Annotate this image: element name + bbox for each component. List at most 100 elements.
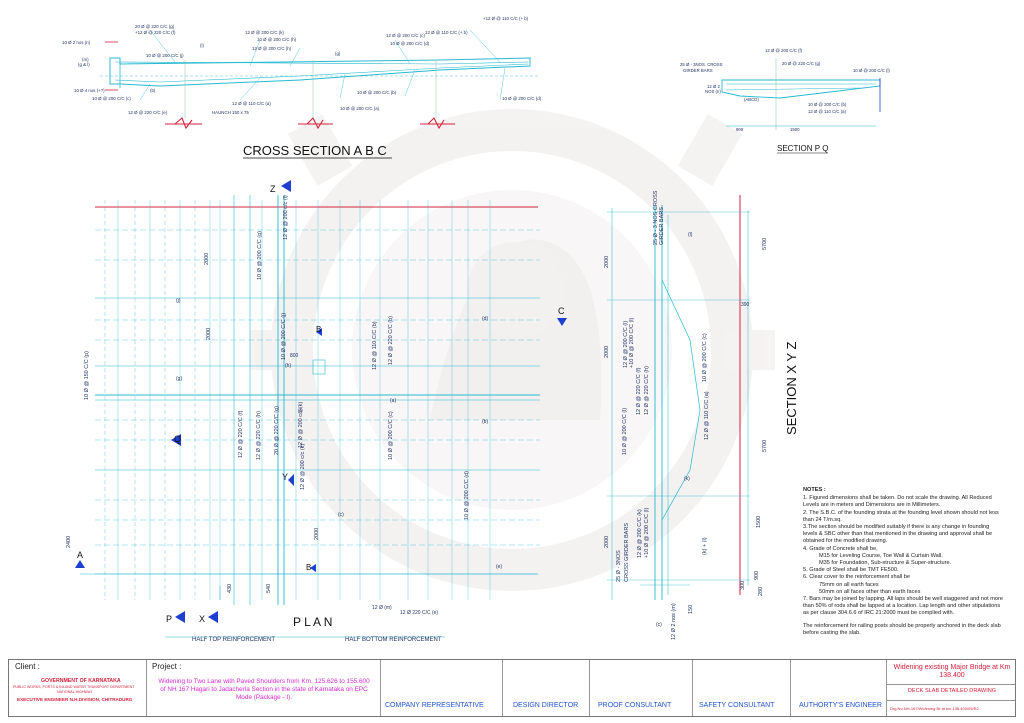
abc-label-5: 12 Ø @ 200 C/C (k)	[245, 30, 284, 35]
section-xyz	[607, 195, 750, 600]
abc-label-24: (g & l)	[78, 62, 90, 67]
xyz-label-26: 300	[740, 581, 746, 590]
xyz-label-4: (l)	[688, 232, 693, 238]
marker-c: C	[558, 306, 565, 316]
xyz-label-13: 10 Ø @ 200 C/C (l)	[622, 408, 628, 455]
marker-z: Z	[270, 184, 276, 194]
xyz-label-25: 280	[758, 587, 764, 596]
plan-label-17: 20 Ø @ 220 C/C (g)	[274, 406, 280, 455]
plan-label-24: 10 Ø @ 200 C/C (d)	[464, 471, 470, 520]
plan-view	[80, 195, 540, 638]
sig-company-cell: COMPANY REPRESENTATIVE	[381, 660, 503, 716]
pq-label-7: NOS (n)	[705, 89, 721, 94]
abc-label-2: +12 Ø @ 220 C/C (f)	[135, 30, 176, 35]
plan-label-3: 10 Ø @ 200 C/C (g)	[257, 231, 263, 280]
plan-label-18: 12 Ø @ 200 c/c (k)	[298, 402, 304, 448]
plan-label-27: 540	[266, 584, 272, 593]
abc-label-1: 20 Ø @ 220 C/C (g)	[135, 24, 175, 29]
xyz-label-7: 2000	[604, 346, 610, 358]
abc-label-7: 12 Ø @ 200 C/C (h)	[252, 46, 292, 51]
plan-label-8: (h)	[285, 363, 291, 369]
xyz-label-21: +10 Ø @ 200 C/C (l)	[644, 507, 650, 558]
abc-label-17: 12 Ø @ 220 C/C (e)	[128, 110, 168, 115]
pq-label-1: 12 Ø @ 200 C/C (f)	[765, 48, 803, 53]
abc-label-4: 10 Ø @ 200 C/C (j)	[146, 53, 184, 58]
note-item: 7. Bars may be joined by lapping. All la…	[803, 596, 1003, 617]
marker-a: A	[77, 550, 83, 560]
notes-list: 1. Figured dimensions shall be taken. Do…	[803, 495, 1003, 637]
notes-heading: NOTES :	[803, 487, 826, 493]
xyz-label-17: 2000	[604, 536, 610, 548]
note-item: 4. Grade of Concrete shall be,	[803, 545, 878, 552]
pq-label-4: 20 Ø @ 220 C/C (g)	[782, 61, 821, 66]
pq-label-3: GIRDER BARS	[683, 68, 713, 73]
project-cell: Project : Widening to Two Lane with Pave…	[147, 660, 381, 716]
abc-label-11: 12 Ø @ 200 C/C (c)	[386, 33, 425, 38]
plan-label-22: 12 Ø @ 200 c/c (k)	[300, 444, 306, 490]
plan-label-19: 10 Ø @ 200 C/C (c)	[388, 411, 394, 460]
pq-annotation-group: 12 Ø @ 200 C/C (f)25 Ø - 3NOS. CROSSGIRD…	[680, 48, 890, 132]
legend-top: HALF TOP REINFORCEMENT	[192, 637, 275, 643]
xyz-label-18: 25 Ø - 3NOS	[616, 550, 622, 582]
plan-label-9: (g)	[176, 376, 182, 382]
client-dept: PUBLIC WORKS, PORTS & INLAND WATER TRANS…	[13, 685, 135, 689]
notes-panel: NOTES : 1. Figured dimensions shall be t…	[803, 487, 1003, 637]
pq-label-9: 10 Ø @ 200 C/C (b)	[808, 102, 847, 107]
plan-label-29: (e)	[496, 564, 502, 570]
plan-label-13: (f)	[298, 408, 303, 414]
abc-section-title: CROSS SECTION A B C	[243, 143, 387, 158]
cross-section-abc	[100, 29, 540, 130]
marker-b-top: B	[316, 325, 321, 334]
note-item: 75mm on all earth faces	[819, 581, 879, 588]
plan-label-7: 800	[290, 353, 299, 359]
pq-section-title: SECTION P Q	[777, 144, 828, 153]
client-engineer: EXECUTIVE ENGINEER N.H.DIVISION, CHITRAD…	[17, 697, 133, 702]
plan-label-21: 10 Ø @ 150 C/C (p)	[84, 351, 90, 400]
abc-label-21: HAUNCH 150 x 75	[212, 110, 249, 115]
plan-label-25: 2400	[66, 536, 72, 548]
abc-label-19: 10 Ø @ 200 C/C (b)	[357, 90, 397, 95]
plan-label-28: 2000	[314, 528, 320, 540]
abc-label-6: 10 Ø @ 200 C/C (h)	[257, 37, 297, 42]
note-item: 6. Clear cover to the reinforcement shal…	[803, 574, 910, 581]
pq-label-11: 900	[736, 127, 744, 132]
sig-proof-cell: PROOF CONSULTANT	[590, 660, 693, 716]
sig-company-rep: COMPANY REPRESENTATIVE	[385, 702, 484, 709]
note-item: 50mm on all faces other than earth faces	[819, 588, 921, 595]
xyz-label-22: (k) + (i)	[702, 537, 708, 555]
client-label: Client :	[15, 662, 40, 671]
xyz-label-19: CROSS GIRDER BARS	[624, 523, 630, 582]
abc-label-13: +12 Ø @ 110 C/C (+ b)	[483, 16, 529, 21]
note-item: M35 for Foundation, Sub-structure & Supe…	[819, 560, 952, 567]
note-item: 2. The S.B.C. of the founding strata at …	[803, 509, 999, 523]
xyz-label-23: 1500	[756, 516, 762, 528]
note-item: 1. Figured dimensions shall be taken. Do…	[803, 495, 992, 509]
note-item: The reinforcement for railing posts shou…	[803, 622, 1001, 636]
plan-label-12: (d)	[482, 316, 488, 322]
xyz-label-10: 10 Ø @ 200 C/C (c)	[702, 333, 708, 382]
client-org: GOVERNMENT OF KARNATAKA	[41, 678, 121, 684]
plan-label-30: 12 Ø (m)	[372, 605, 392, 611]
xyz-label-29: 12 Ø 2 nos (m)	[671, 603, 677, 640]
plan-label-26: 430	[227, 584, 233, 593]
sig-authority-cell: AUTHORTY'S ENGINEER	[791, 660, 887, 716]
section-markers	[75, 180, 567, 623]
note-item: 5. Grade of Steel shall be TMT FE500.	[803, 567, 899, 574]
abc-label-16: 10 Ø @ 200 C/C (c)	[92, 96, 131, 101]
abc-label-22: 10 Ø @ 200 C/C (d)	[502, 96, 542, 101]
xyz-label-9: +10 Ø @ 200 C/C (l)	[629, 317, 635, 368]
abc-label-10: (b)	[150, 88, 156, 93]
abc-label-9: (g)	[335, 51, 341, 56]
drawing-title: DECK SLAB DETAILED DRAWING	[907, 688, 997, 694]
abc-label-20: 10 Ø @ 200 C/C (a)	[340, 106, 380, 111]
plan-label-11: 12 Ø @ 220 C/C (b)	[388, 316, 394, 365]
xyz-label-3: GIRDER BARS	[659, 207, 665, 245]
plan-label-31: 12 Ø 220 C/C (e)	[400, 610, 438, 616]
pq-label-12: 1500	[790, 127, 800, 132]
plan-label-15: 12 Ø @ 220 C/C (f)	[238, 410, 244, 458]
client-cell: Client : GOVERNMENT OF KARNATAKA PUBLIC …	[9, 660, 147, 716]
abc-label-3: 10 Ø 2 nos (n)	[62, 40, 91, 45]
